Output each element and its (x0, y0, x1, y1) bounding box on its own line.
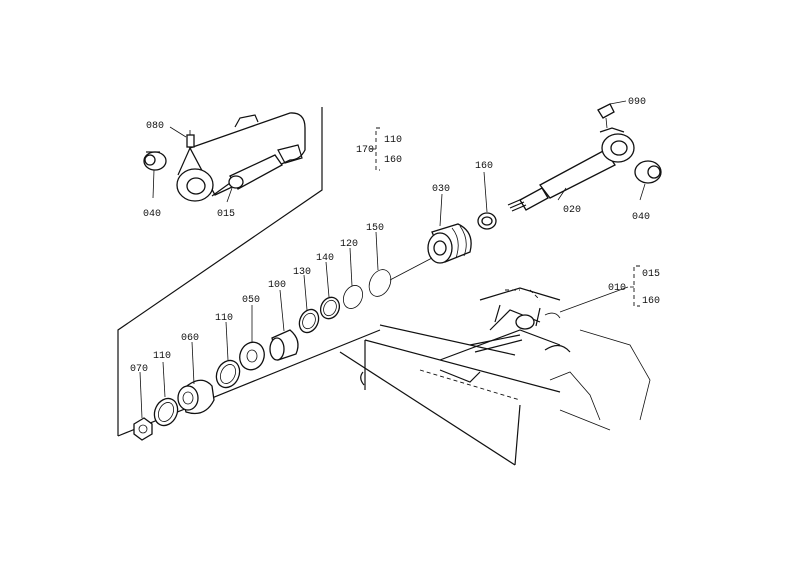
callout-110-b: 110 (153, 351, 171, 362)
group-bracket-010 (630, 265, 640, 307)
wiper-ring-part (298, 308, 320, 334)
assembly-axis-line (389, 257, 433, 281)
bushing-left-part (143, 151, 167, 171)
callout-160: 160 (475, 161, 493, 172)
callout-090: 090 (628, 97, 646, 108)
group-bracket-170 (370, 127, 380, 171)
grease-nipple-part (186, 130, 195, 148)
callout-040-left: 040 (143, 209, 161, 220)
seal-ring-part (319, 296, 341, 320)
callout-130: 130 (293, 267, 311, 278)
callout-060: 060 (181, 333, 199, 344)
callout-040-right: 040 (632, 212, 650, 223)
callout-015: 015 (217, 209, 235, 220)
callout-080: 080 (146, 121, 164, 132)
callout-160-group: 160 (384, 155, 402, 166)
callout-010: 010 (608, 283, 626, 294)
leader-lines (139, 100, 646, 419)
washer-part (477, 212, 497, 230)
callout-160-group2: 160 (642, 296, 660, 307)
callout-120: 120 (340, 239, 358, 250)
o-ring-part (215, 359, 241, 389)
callout-015-group: 015 (642, 269, 660, 280)
callout-070: 070 (130, 364, 148, 375)
loader-frame-sketch (339, 287, 651, 466)
callout-170: 170 (356, 145, 374, 156)
grease-nipple-part (597, 103, 615, 129)
piston-part (427, 223, 472, 264)
nut-part (133, 417, 153, 441)
callout-110-a: 110 (215, 313, 233, 324)
callout-140: 140 (316, 253, 334, 264)
o-ring-part (368, 269, 392, 297)
callout-100: 100 (268, 280, 286, 291)
dust-seal-part (239, 341, 265, 371)
bushing-right-part (634, 160, 662, 184)
callout-050: 050 (242, 295, 260, 306)
callout-110-group: 110 (384, 135, 402, 146)
head-cover-part (177, 379, 215, 415)
callout-150: 150 (366, 223, 384, 234)
sleeve-part (269, 329, 299, 361)
piston-rod-part (507, 127, 635, 212)
o-ring-part (153, 397, 179, 427)
callout-020: 020 (563, 205, 581, 216)
backup-ring-part (342, 285, 364, 309)
cylinder-tube-part (176, 112, 306, 202)
callout-030: 030 (432, 184, 450, 195)
